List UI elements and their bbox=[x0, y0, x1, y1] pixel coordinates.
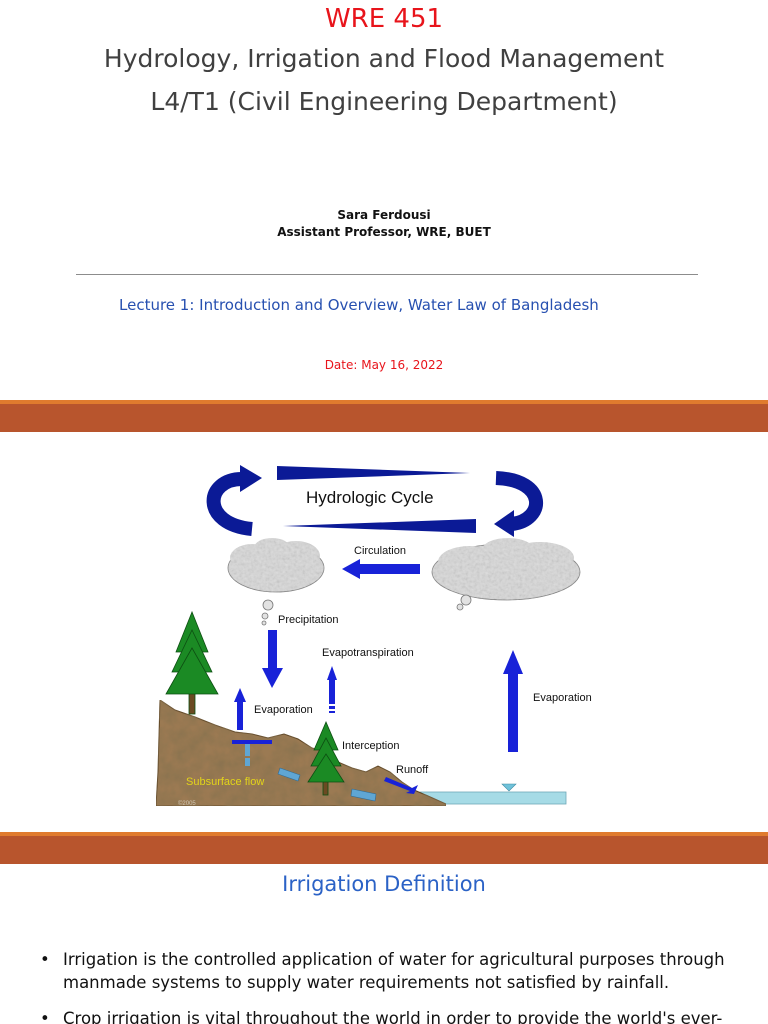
bottom-flow-arrow-left bbox=[283, 519, 476, 533]
slide-divider bbox=[0, 400, 768, 432]
author-name: Sara Ferdousi bbox=[0, 207, 768, 224]
runoff-label: Runoff bbox=[396, 764, 429, 776]
precipitation-arrow bbox=[262, 668, 283, 688]
bullet-dot: • bbox=[40, 948, 50, 971]
hydrologic-cycle-diagram: Hydrologic Cycle Circulation Precipitati… bbox=[0, 432, 768, 832]
right-curved-arrow bbox=[496, 478, 536, 524]
evaporation-left-arrow bbox=[234, 688, 246, 702]
top-flow-arrow-right bbox=[277, 466, 470, 480]
precipitation-label: Precipitation bbox=[278, 614, 339, 626]
hydrologic-cycle-slide: Hydrologic Cycle Circulation Precipitati… bbox=[0, 432, 768, 832]
diagram-credit: ©2005 bbox=[178, 800, 196, 807]
author-block: Sara Ferdousi Assistant Professor, WRE, … bbox=[0, 207, 768, 241]
circulation-arrow bbox=[342, 559, 360, 579]
tree-large bbox=[166, 612, 218, 714]
bullet-text-line: Irrigation is the controlled application… bbox=[63, 950, 725, 969]
diagram-title: Hydrologic Cycle bbox=[306, 488, 434, 507]
lecture-title: Lecture 1: Introduction and Overview, Wa… bbox=[119, 296, 599, 314]
slide-heading: Irrigation Definition bbox=[0, 872, 768, 896]
lecture-date: Date: May 16, 2022 bbox=[0, 358, 768, 372]
course-subtitle: L4/T1 (Civil Engineering Department) bbox=[0, 87, 768, 117]
evaporation-right-arrow bbox=[503, 650, 523, 674]
title-slide: WRE 451 Hydrology, Irrigation and Flood … bbox=[0, 0, 768, 400]
irrigation-definition-slide: Irrigation Definition • Irrigation is th… bbox=[0, 864, 768, 1024]
evapotranspiration-label: Evapotranspiration bbox=[322, 647, 414, 659]
bullet-dot: • bbox=[40, 1007, 50, 1024]
bullet-item: • Irrigation is the controlled applicati… bbox=[40, 948, 730, 994]
slide-divider bbox=[0, 832, 768, 864]
cloud-left bbox=[228, 538, 324, 592]
bullet-text-line: Crop irrigation is vital throughout the … bbox=[63, 1009, 722, 1024]
evaporation-left-label: Evaporation bbox=[254, 704, 313, 716]
bullet-item: • Crop irrigation is vital throughout th… bbox=[40, 1007, 730, 1024]
course-title: Hydrology, Irrigation and Flood Manageme… bbox=[0, 44, 768, 74]
interception-label: Interception bbox=[342, 740, 399, 752]
cloud-right bbox=[432, 538, 580, 600]
horizontal-rule bbox=[76, 274, 698, 275]
evaporation-right-label: Evaporation bbox=[533, 692, 592, 704]
bullet-list: • Irrigation is the controlled applicati… bbox=[40, 948, 730, 1024]
circulation-label: Circulation bbox=[354, 545, 406, 557]
bullet-text-line: manmade systems to supply water requirem… bbox=[63, 973, 669, 992]
evapotranspiration-arrow bbox=[327, 666, 337, 680]
subsurface-flow-label: Subsurface flow bbox=[186, 776, 264, 788]
course-code: WRE 451 bbox=[0, 4, 768, 34]
author-role: Assistant Professor, WRE, BUET bbox=[0, 224, 768, 241]
